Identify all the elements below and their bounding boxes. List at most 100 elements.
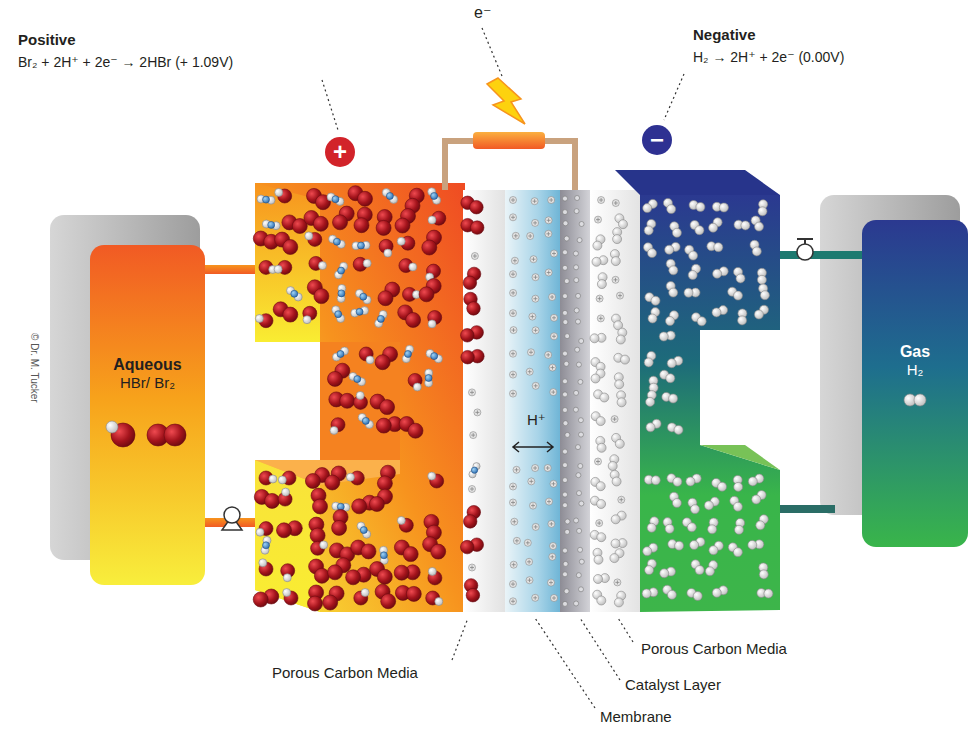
proton-mark xyxy=(599,198,603,202)
atom xyxy=(755,222,764,231)
atom xyxy=(669,288,678,297)
atom xyxy=(597,596,606,605)
copyright-note: © Dr. M. Tucker xyxy=(28,333,40,403)
atom xyxy=(651,296,660,305)
atom xyxy=(549,364,556,371)
atom xyxy=(510,483,517,490)
part-label: Catalyst Layer xyxy=(625,676,721,694)
negative-electrode xyxy=(640,195,780,612)
atom xyxy=(360,293,367,300)
atom xyxy=(738,316,747,325)
proton-mark xyxy=(546,353,550,357)
atom xyxy=(648,249,657,258)
atom xyxy=(409,263,417,271)
proton-mark xyxy=(511,352,515,356)
atom xyxy=(563,320,568,325)
atom xyxy=(510,327,517,334)
proton-mark xyxy=(473,254,477,258)
atom xyxy=(511,518,518,525)
atom xyxy=(693,592,702,601)
gas-pipe xyxy=(770,251,865,259)
catalyst-layer xyxy=(560,190,590,612)
atom xyxy=(708,525,717,534)
atom xyxy=(460,540,474,554)
atom xyxy=(611,539,620,548)
atom xyxy=(319,262,327,270)
atom xyxy=(576,445,581,450)
atom xyxy=(611,416,618,423)
atom xyxy=(666,374,675,383)
atom xyxy=(764,589,773,598)
atom xyxy=(667,359,676,368)
atom xyxy=(551,595,558,602)
atom xyxy=(474,409,481,416)
atom xyxy=(363,259,371,267)
proton-mark xyxy=(546,466,550,470)
atom xyxy=(686,477,695,486)
atom xyxy=(690,541,699,550)
pump-symbol xyxy=(224,507,240,523)
leader-line xyxy=(535,618,595,708)
atom xyxy=(380,552,387,559)
atom xyxy=(362,417,369,424)
electrode-heading: Positive xyxy=(18,31,76,49)
atom xyxy=(377,569,392,584)
atom xyxy=(578,379,583,384)
atom xyxy=(665,245,674,254)
proton-mark xyxy=(546,232,550,236)
atom xyxy=(471,467,477,473)
proton-mark xyxy=(534,384,538,388)
atom xyxy=(577,238,582,243)
atom xyxy=(612,276,619,283)
atom xyxy=(687,523,696,532)
atom xyxy=(545,230,552,237)
proton-mark xyxy=(512,563,516,567)
atom xyxy=(510,598,517,605)
atom xyxy=(548,520,555,527)
atom xyxy=(532,295,539,302)
atom xyxy=(510,499,517,506)
atom xyxy=(314,289,329,304)
atom xyxy=(619,220,628,229)
proton-mark xyxy=(511,599,515,603)
atom xyxy=(549,553,556,560)
atom xyxy=(617,398,626,407)
atom xyxy=(428,472,436,480)
atom xyxy=(305,474,320,489)
atom xyxy=(757,275,766,284)
atom xyxy=(361,589,369,597)
atom xyxy=(544,465,551,472)
tank-contents: H₂ xyxy=(907,361,924,379)
atom xyxy=(576,293,581,298)
proton-mark xyxy=(529,479,533,483)
atom xyxy=(563,601,568,606)
atom xyxy=(563,408,568,413)
tank-front xyxy=(862,220,968,547)
atom xyxy=(596,295,603,302)
atom xyxy=(697,317,706,326)
atom xyxy=(510,390,517,397)
leader-line xyxy=(580,618,620,680)
atom xyxy=(667,205,676,214)
atom xyxy=(563,392,568,397)
atom xyxy=(303,316,311,324)
atom xyxy=(565,432,570,437)
atom xyxy=(513,537,520,544)
atom xyxy=(277,523,292,538)
half-reaction: Br₂ + 2H⁺ + 2e⁻ → 2HBr (+ 1.09V) xyxy=(18,54,233,71)
atom xyxy=(712,308,721,317)
atom xyxy=(733,548,742,557)
atom xyxy=(550,480,557,487)
atom xyxy=(397,516,405,524)
atom xyxy=(408,423,423,438)
atom xyxy=(283,240,298,255)
proton-mark xyxy=(470,487,474,491)
atom xyxy=(660,569,669,578)
atom xyxy=(328,371,343,386)
part-label: Membrane xyxy=(600,708,672,726)
atom xyxy=(574,209,579,214)
proton-mark xyxy=(531,504,535,508)
atom xyxy=(574,308,579,313)
atom xyxy=(734,482,743,491)
proton-mark xyxy=(528,234,532,238)
